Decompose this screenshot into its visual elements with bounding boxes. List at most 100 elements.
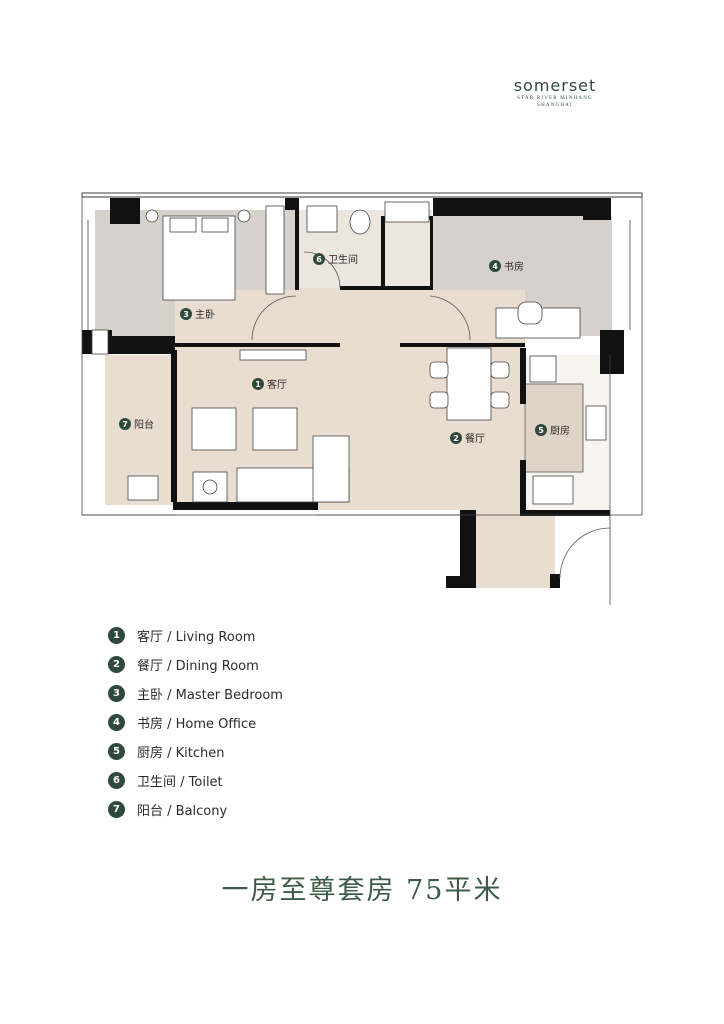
wall <box>400 343 525 347</box>
wall <box>110 336 175 354</box>
brand-location-line1: STAR RIVER MINHANG <box>517 96 593 101</box>
sink <box>585 405 607 441</box>
room-num: 3 <box>183 310 189 319</box>
wall <box>520 510 610 516</box>
legend-number-badge: 7 <box>108 801 125 818</box>
brand-name: somerset <box>513 76 597 95</box>
room-tag-office: 4 书房 <box>489 260 524 273</box>
legend-number-badge: 4 <box>108 714 125 731</box>
room-num: 5 <box>538 426 544 435</box>
side-table-lamp <box>202 479 218 495</box>
room-tag-bedroom: 3 主卧 <box>180 308 215 321</box>
wall <box>520 348 526 404</box>
room-tag-balcony: 7 阳台 <box>119 418 154 431</box>
legend-label: 卫生间 / Toilet <box>137 775 223 790</box>
room-label: 客厅 <box>267 378 287 391</box>
wall <box>433 198 583 216</box>
sofa-chaise <box>312 435 350 503</box>
room-legend: 1 客厅 / Living Room 2 餐厅 / Dining Room 3 … <box>108 621 283 824</box>
desk-chair <box>517 301 543 325</box>
dining-table <box>446 347 492 421</box>
room-num-badge <box>489 260 501 272</box>
legend-item: 4 书房 / Home Office <box>108 708 283 737</box>
armchair <box>191 407 237 451</box>
balcony-ac-unit <box>91 329 109 355</box>
coffee-table <box>252 407 298 451</box>
wall <box>583 198 611 220</box>
wall <box>110 198 140 224</box>
room-num-badge <box>450 432 462 444</box>
cooktop <box>532 475 574 505</box>
kitchen-counter <box>524 383 584 473</box>
tv-console <box>239 349 307 361</box>
room-label: 卫生间 <box>328 253 358 266</box>
legend-label: 阳台 / Balcony <box>137 804 228 819</box>
room-label: 主卧 <box>195 308 215 321</box>
legend-label: 书房 / Home Office <box>137 717 257 732</box>
room-num: 7 <box>122 420 128 429</box>
legend-number-badge: 2 <box>108 656 125 673</box>
balcony-washer <box>127 475 159 501</box>
room-tag-dining: 2 餐厅 <box>450 432 485 445</box>
wall <box>175 343 340 347</box>
legend-item: 6 卫生间 / Toilet <box>108 766 283 795</box>
wall <box>520 460 526 512</box>
room-tags: 1 客厅 2 餐厅 3 主卧 4 书房 5 厨房 6 卫生间 <box>119 253 570 445</box>
legend-item: 2 餐厅 / Dining Room <box>108 650 283 679</box>
corridor-floor <box>295 288 430 350</box>
entry-floor <box>475 510 555 588</box>
dining-chair <box>490 391 510 409</box>
doors <box>251 251 611 579</box>
outlines <box>81 192 643 605</box>
room-num-badge <box>313 253 325 265</box>
room-num-badge <box>252 378 264 390</box>
wall <box>295 210 299 290</box>
wardrobe <box>265 205 285 295</box>
entry-door-swing <box>559 527 611 579</box>
wall <box>460 510 476 588</box>
legend-label: 主卧 / Master Bedroom <box>137 688 283 703</box>
kitchen-appliance <box>529 355 557 383</box>
office-door-swing <box>429 295 471 341</box>
pillow <box>169 217 197 233</box>
wall <box>340 286 430 290</box>
room-label: 厨房 <box>550 424 570 437</box>
stove-top <box>384 201 430 223</box>
dining-chair <box>429 391 449 409</box>
wall <box>171 350 177 502</box>
legend-label: 餐厅 / Dining Room <box>137 659 259 674</box>
wall <box>381 216 385 290</box>
legend-item: 3 主卧 / Master Bedroom <box>108 679 283 708</box>
room-tag-toilet: 6 卫生间 <box>313 253 358 266</box>
dining-chair <box>490 361 510 379</box>
bedroom-door-swing <box>251 295 297 341</box>
brand-logo: somerset STAR RIVER MINHANG SHANGHAI <box>480 76 630 109</box>
wall <box>173 502 318 510</box>
room-num-badge <box>119 418 131 430</box>
room-num-badge <box>535 424 547 436</box>
legend-item: 1 客厅 / Living Room <box>108 621 283 650</box>
wall <box>550 574 560 588</box>
legend-number-badge: 3 <box>108 685 125 702</box>
legend-label: 客厅 / Living Room <box>137 630 256 645</box>
legend-item: 7 阳台 / Balcony <box>108 795 283 824</box>
room-num: 1 <box>255 380 261 389</box>
room-num-badge <box>180 308 192 320</box>
legend-number-badge: 6 <box>108 772 125 789</box>
room-num: 2 <box>453 434 459 443</box>
dining-chair <box>429 361 449 379</box>
floor-plan: 1 客厅 2 餐厅 3 主卧 4 书房 5 厨房 6 卫生间 <box>81 192 643 605</box>
legend-number-badge: 5 <box>108 743 125 760</box>
room-label: 书房 <box>504 260 524 273</box>
bathroom-door-swing <box>303 251 341 289</box>
wall <box>446 576 460 588</box>
room-num: 6 <box>316 255 322 264</box>
room-num: 4 <box>492 262 498 271</box>
nightstand-lamp <box>145 209 159 223</box>
unit-type-title: 一房至尊套房 75平米 <box>221 875 503 906</box>
toilet <box>349 209 371 235</box>
wall <box>285 198 299 210</box>
furniture <box>91 201 607 505</box>
room-label: 餐厅 <box>465 432 485 445</box>
wall <box>430 216 433 290</box>
